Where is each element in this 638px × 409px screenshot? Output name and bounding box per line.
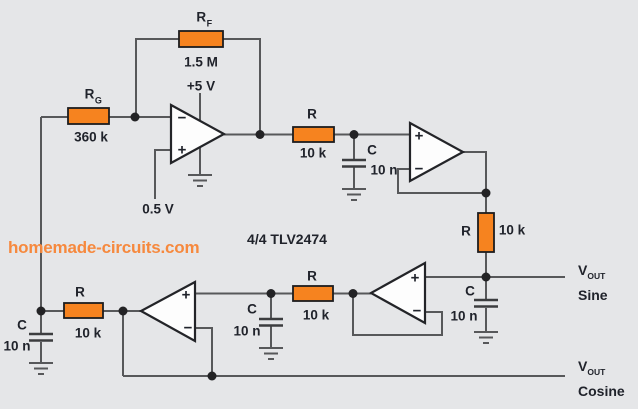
capacitor-stage4 (29, 332, 53, 342)
opamp2-noninverting-sign: + (414, 127, 424, 145)
site-watermark: homemade-circuits.com (8, 238, 200, 257)
label-r-stage1-value: 10 k (299, 145, 327, 161)
label-c-sine-ref: C (465, 283, 475, 299)
label-r-stage3-value: 10 k (302, 307, 330, 323)
resistor-stage1 (292, 126, 335, 143)
junction-dot (36, 306, 46, 316)
ground-opamp1-icon (188, 174, 212, 187)
junction-dot (130, 112, 140, 122)
label-supply-voltage: +5 V (186, 78, 216, 94)
label-reference-voltage: 0.5 V (142, 201, 174, 217)
opamp3-inverting-sign: − (412, 302, 422, 320)
label-r-stage1-ref: R (307, 106, 317, 122)
label-c-stage3-value: 10 n (233, 323, 261, 339)
opamp3-noninverting-sign: + (410, 269, 420, 287)
opamp1-triangle (169, 103, 227, 165)
junction-dot (348, 289, 358, 298)
label-rg-ref: RG (84, 86, 102, 106)
label-c-stage1-value: 10 n (370, 162, 398, 178)
capacitor-stage1 (342, 158, 366, 168)
output-sine-label: VOUT Sine (578, 261, 608, 305)
ground-stage3-icon (259, 347, 283, 360)
label-rf-value: 1.5 M (184, 54, 218, 70)
label-rg-value: 360 k (74, 129, 108, 145)
label-r-stage4-ref: R (75, 284, 85, 300)
ic-part-number: 4/4 TLV2474 (247, 231, 327, 247)
label-c-sine-value: 10 n (450, 308, 478, 324)
output-cosine-symbol: VOUT (578, 358, 606, 377)
output-sine-symbol: VOUT (578, 262, 606, 281)
resistor-rf (178, 30, 224, 48)
resistor-sine (477, 212, 495, 253)
junction-dot (266, 289, 276, 298)
junction-dot (255, 130, 265, 139)
junction-dot (349, 130, 359, 139)
resistor-stage3 (292, 285, 334, 302)
junction-dot (481, 272, 491, 282)
circuit-wires (40, 38, 565, 377)
resistor-rg (67, 107, 110, 125)
opamp4-noninverting-sign: + (181, 286, 191, 304)
label-r-stage3-ref: R (307, 268, 317, 284)
capacitor-sine (474, 298, 498, 308)
label-rf-ref: RF (196, 9, 213, 29)
ground-sine-icon (474, 331, 498, 344)
label-r-stage4-value: 10 k (74, 325, 102, 341)
opamp1-inverting-sign: − (177, 109, 187, 127)
output-sine-name: Sine (578, 286, 608, 303)
ground-stage1-icon (342, 188, 366, 201)
opamp2-triangle (408, 121, 466, 183)
output-cosine-label: VOUT Cosine (578, 357, 625, 401)
label-r-sine-value: 10 k (498, 222, 526, 238)
label-c-stage4-ref: C (17, 317, 27, 333)
output-cosine-name: Cosine (578, 382, 625, 399)
opamp4-inverting-sign: − (183, 319, 193, 337)
junction-dot (118, 306, 128, 316)
ground-stage4-icon (29, 362, 53, 375)
label-c-stage1-ref: C (367, 142, 377, 158)
label-c-stage3-ref: C (247, 301, 257, 317)
capacitor-stage3 (259, 317, 283, 327)
junction-dot (481, 188, 491, 198)
opamp1-noninverting-sign: + (177, 141, 187, 159)
opamp2-inverting-sign: − (414, 160, 424, 178)
opamp3-triangle (368, 261, 427, 325)
opamp4-triangle (138, 280, 197, 343)
junction-dot (207, 371, 217, 381)
resistor-stage4 (63, 302, 104, 319)
label-r-sine-ref: R (461, 223, 471, 239)
label-c-stage4-value: 10 n (3, 338, 31, 354)
